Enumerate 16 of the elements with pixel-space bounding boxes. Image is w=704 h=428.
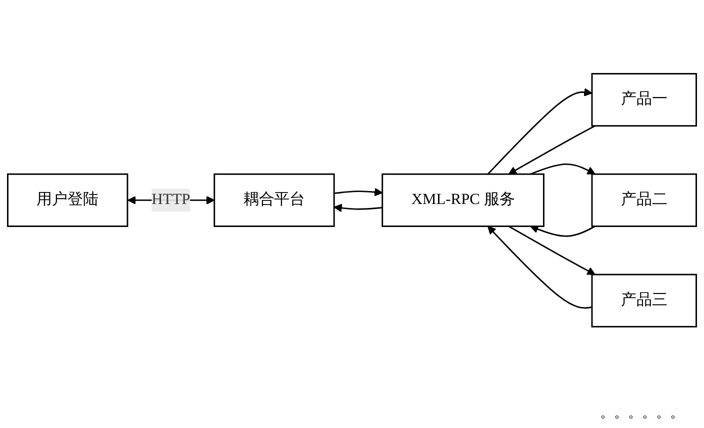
node-box: 耦合平台 xyxy=(214,173,335,227)
arrow xyxy=(530,224,596,237)
arrow xyxy=(334,204,382,212)
ellipsis-note: 。。。。。。 xyxy=(600,406,684,421)
arrow xyxy=(508,225,596,275)
node-box: 产品三 xyxy=(591,274,697,328)
node-box: 用户登陆 xyxy=(7,173,128,227)
arrow xyxy=(508,125,596,174)
arrow xyxy=(487,226,592,308)
node-box: XML-RPC 服务 xyxy=(382,173,544,227)
node-box: 产品二 xyxy=(591,173,697,227)
arrow xyxy=(334,188,383,196)
edge-label: HTTP xyxy=(152,191,190,208)
arrow xyxy=(487,88,592,174)
arrow xyxy=(530,163,596,175)
node-box: 产品一 xyxy=(591,72,697,126)
